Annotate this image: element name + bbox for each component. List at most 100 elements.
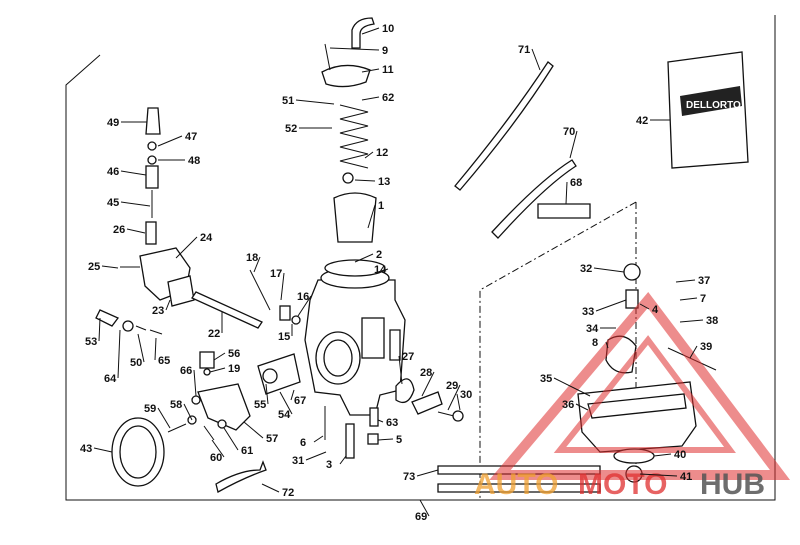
carburetor-body: [304, 267, 406, 416]
spring-64: [122, 320, 134, 332]
callout-leader-54: [279, 391, 293, 415]
callout-label-1: 1: [378, 200, 384, 212]
callout-leader-6: [313, 435, 324, 443]
callout-leader-63: [377, 419, 384, 423]
callout-leader-69: [419, 499, 430, 517]
callout-leader-41: [639, 473, 678, 477]
callout-leader-62: [361, 96, 380, 101]
callout-label-46: 46: [107, 166, 119, 178]
callout-label-49: 49: [107, 117, 119, 129]
callout-leader-51: [295, 99, 335, 105]
callout-leader-9: [329, 47, 380, 51]
callout-label-47: 47: [185, 131, 197, 143]
callout-leader-40: [653, 453, 672, 457]
callout-leader-27: [398, 355, 403, 385]
callout-label-13: 13: [378, 176, 390, 188]
callout-leader-66: [193, 369, 197, 397]
callout-label-71: 71: [518, 44, 530, 56]
callout-label-67: 67: [294, 395, 306, 407]
callout-label-37: 37: [698, 275, 710, 287]
callout-leader-45: [120, 201, 151, 207]
jet-63: [369, 407, 379, 427]
callout-leader-58: [183, 403, 193, 421]
throttle-slide: [333, 192, 377, 243]
o-ring-48: [147, 155, 157, 165]
watermark-moto: MOTO: [578, 468, 667, 501]
callout-label-52: 52: [285, 123, 297, 135]
jet-26: [145, 221, 157, 245]
callout-leader-55: [265, 383, 269, 405]
cable-elbow: [351, 17, 375, 49]
callout-label-64: 64: [104, 373, 117, 385]
callout-label-6: 6: [300, 437, 306, 449]
callout-leader-71: [531, 48, 541, 71]
watermark-hub: HUB: [700, 468, 765, 501]
callout-label-56: 56: [228, 348, 240, 360]
callout-label-3: 3: [326, 459, 332, 471]
callout-label-24: 24: [200, 232, 213, 244]
callout-label-25: 25: [88, 261, 100, 273]
callout-leader-72: [261, 483, 280, 493]
screw: [324, 43, 331, 71]
callout-leader-29: [447, 384, 461, 411]
callout-label-33: 33: [582, 306, 594, 318]
callout-label-15: 15: [278, 331, 290, 343]
callout-leader-32: [593, 267, 625, 273]
callout-leader-36: [575, 403, 589, 411]
screw-50: [135, 325, 147, 331]
callout-label-10: 10: [382, 23, 394, 35]
jet-46: [145, 165, 159, 189]
washer-66: [191, 395, 201, 405]
callout-label-70: 70: [563, 126, 575, 138]
callout-label-35: 35: [540, 373, 552, 385]
callout-leader-12: [364, 151, 374, 159]
vent-hose-71: [454, 61, 554, 191]
float-needle-32: [623, 263, 641, 281]
callout-leader-53: [98, 317, 101, 342]
callout-leader-59: [157, 407, 171, 429]
washer-15: [291, 315, 301, 325]
callout-leader-17: [280, 272, 285, 301]
frame-left: [65, 15, 776, 501]
callout-label-51: 51: [282, 95, 294, 107]
callout-label-22: 22: [208, 328, 220, 340]
callout-label-34: 34: [586, 323, 599, 335]
clip-17: [279, 305, 291, 321]
callout-label-23: 23: [152, 305, 164, 317]
callout-label-65: 65: [158, 355, 170, 367]
seat-33: [625, 289, 639, 309]
callout-label-73: 73: [403, 471, 415, 483]
callout-label-17: 17: [270, 268, 282, 280]
callout-label-32: 32: [580, 263, 592, 275]
screw-29: [437, 411, 455, 417]
callout-label-16: 16: [297, 291, 309, 303]
washer-30: [452, 410, 464, 422]
callout-label-27: 27: [402, 351, 414, 363]
callout-leader-65: [154, 337, 157, 361]
hose-72: [215, 460, 267, 493]
vent-hose-70: [491, 159, 577, 239]
callout-leader-5: [377, 438, 394, 441]
callout-leader-3: [339, 455, 347, 465]
callout-leader-64: [117, 329, 121, 379]
callout-label-31: 31: [292, 455, 304, 467]
callout-label-2: 2: [376, 249, 382, 261]
callout-leader-30: [456, 393, 461, 411]
callout-label-42: 42: [636, 115, 648, 127]
callout-label-57: 57: [266, 433, 278, 445]
callout-leader-10: [361, 27, 380, 35]
callout-leader-56: [213, 352, 226, 361]
callout-label-72: 72: [282, 487, 294, 499]
callout-label-19: 19: [228, 363, 240, 375]
carb-cap: [321, 64, 371, 88]
callout-leader-61: [223, 427, 239, 451]
callout-label-55: 55: [254, 399, 266, 411]
callout-leader-39: [689, 345, 698, 359]
callout-label-4: 4: [652, 304, 659, 316]
callout-leader-24: [175, 236, 198, 259]
callout-label-53: 53: [85, 336, 97, 348]
pin-65: [149, 329, 163, 335]
callout-leader-25: [101, 265, 119, 269]
callout-label-29: 29: [446, 380, 458, 392]
